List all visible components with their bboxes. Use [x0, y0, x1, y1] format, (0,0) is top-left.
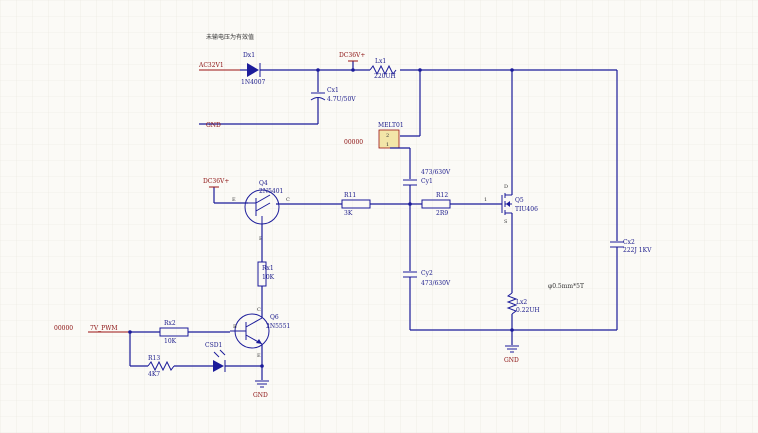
coil-note: φ0.5mm*5T: [548, 283, 584, 290]
dx1-value: 1N4007: [241, 79, 266, 86]
q5-pin-s: S: [504, 219, 508, 225]
net-gnd-q6: GND: [253, 392, 268, 399]
cx2-value: 222J 1KV: [623, 247, 652, 254]
ground-symbol-right: [505, 345, 519, 353]
net-pwm-code: 00000: [54, 325, 73, 332]
q6-value: 2N5551: [266, 323, 290, 330]
cy1-ref: Cy1: [421, 178, 433, 185]
q6-pin-e: E: [257, 353, 261, 359]
connector-melt01: [378, 129, 400, 149]
capacitor-cx1: [310, 92, 326, 101]
inductor-lx2: [506, 292, 518, 315]
mosfet-q5: [501, 193, 512, 215]
transistor-q6: [230, 313, 270, 349]
q4-pin-e: E: [232, 197, 236, 203]
q5-value: TIU406: [515, 206, 538, 213]
net-gnd-right: GND: [504, 357, 519, 364]
rx2-ref: Rx2: [164, 320, 176, 327]
net-dc-top: DC36V+: [339, 52, 365, 59]
cy2-ref: Cy2: [421, 270, 433, 277]
net-melt-code: 00000: [344, 139, 363, 146]
dx1-ref: Dx1: [243, 52, 255, 59]
q5-pin-d: D: [504, 184, 508, 190]
cx1-value: 4.7U/50V: [327, 96, 356, 103]
inductor-lx1: [369, 64, 397, 76]
lx2-ref: Lx2: [516, 299, 527, 306]
net-pwm: 7V_PWM: [90, 325, 118, 332]
r13-ref: R13: [148, 355, 160, 362]
cx2-ref: Cx2: [623, 239, 635, 246]
melt-pin-2: 2: [386, 133, 389, 139]
q5-pin-g: 1: [484, 197, 487, 203]
lx1-value: 220UH: [374, 73, 396, 80]
r11-value: 3K: [344, 210, 353, 217]
csd1-ref: CSD1: [205, 342, 222, 349]
resistor-r13: [147, 360, 175, 372]
q4-ref: Q4: [259, 180, 268, 187]
cx1-ref: Cx1: [327, 87, 339, 94]
net-ac-in: AC32V1: [198, 62, 224, 69]
ground-symbol-q6: [255, 380, 269, 388]
lx2-value: 0.22UH: [516, 307, 540, 314]
cy1-value: 473/630V: [421, 169, 451, 176]
r12-ref: R12: [436, 192, 448, 199]
r13-value: 4K7: [148, 371, 160, 378]
q4-pin-b: B: [259, 236, 263, 242]
cy2-value: 473/630V: [421, 280, 451, 287]
melt-ref: MELT01: [378, 122, 404, 129]
rx1-ref: Rx1: [262, 265, 274, 272]
net-dc-left: DC36V+: [203, 178, 229, 185]
q6-ref: Q6: [270, 314, 279, 321]
q4-pin-c: C: [286, 197, 290, 203]
voltage-note: 未输电压为有效值: [206, 33, 254, 41]
q6-pin-c: C: [257, 307, 261, 313]
r12-value: 2R9: [436, 210, 448, 217]
lx1-ref: Lx1: [375, 58, 386, 65]
rx2-value: 10K: [164, 338, 177, 345]
q5-ref: Q5: [515, 197, 524, 204]
rx1-value: 10K: [262, 274, 275, 281]
q4-value: 2N5401: [259, 188, 283, 195]
melt-pin-1: 1: [386, 142, 389, 148]
q6-pin-b: B: [233, 324, 237, 330]
r11-ref: R11: [344, 192, 356, 199]
net-gnd-top: GND: [206, 122, 221, 129]
